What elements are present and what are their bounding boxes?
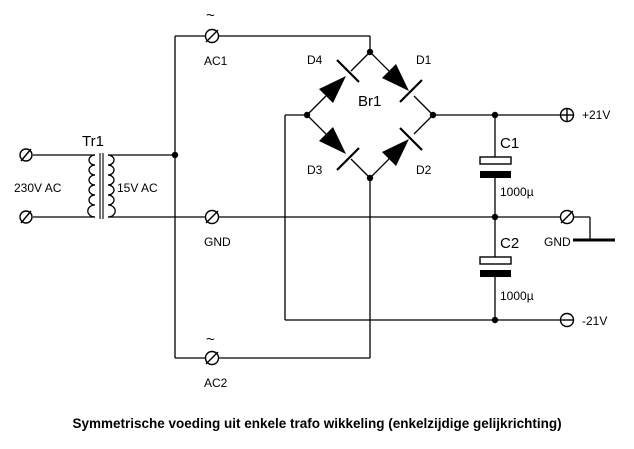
transformer xyxy=(87,153,116,219)
diode-d2 xyxy=(369,114,434,179)
ac1-tilde: ~ xyxy=(206,7,215,24)
terminal-positive xyxy=(559,107,575,123)
bridge-label: Br1 xyxy=(358,93,381,110)
junction-dot xyxy=(491,111,499,119)
terminal-gnd-output xyxy=(559,209,575,225)
capacitor-value-c1: 1000µ xyxy=(500,185,534,199)
gnd-output-label: GND xyxy=(544,235,571,249)
diode-label-d4: D4 xyxy=(307,53,323,67)
bridge-rectifier xyxy=(306,51,434,179)
negative-output-label: -21V xyxy=(582,314,607,328)
junction-dot xyxy=(491,213,499,221)
capacitor-c2 xyxy=(479,256,512,277)
primary-voltage-label: 230V AC xyxy=(14,181,62,195)
junction-dot xyxy=(491,316,499,324)
diode-d1 xyxy=(369,51,434,116)
diode-label-d1: D1 xyxy=(416,53,432,67)
ac2-tilde: ~ xyxy=(206,331,215,348)
capacitor-c1 xyxy=(479,156,512,178)
terminal-primary-bottom xyxy=(19,210,33,224)
gnd-label: GND xyxy=(204,235,231,249)
terminal-gnd xyxy=(204,209,220,225)
diode-label-d3: D3 xyxy=(307,163,323,177)
terminal-primary-top xyxy=(19,148,33,162)
ac2-label: AC2 xyxy=(204,376,228,390)
diode-d3 xyxy=(306,114,371,179)
transformer-label: Tr1 xyxy=(82,133,104,150)
terminal-ac2 xyxy=(204,350,220,366)
wires xyxy=(33,35,615,359)
positive-output-label: +21V xyxy=(582,108,610,122)
junction-dot xyxy=(171,151,179,159)
capacitor-label-c2: C2 xyxy=(500,235,519,252)
diode-label-d2: D2 xyxy=(416,163,432,177)
capacitor-value-c2: 1000µ xyxy=(500,289,534,303)
terminal-ac1 xyxy=(204,28,220,44)
diode-d4 xyxy=(306,51,371,116)
terminal-negative xyxy=(559,312,575,328)
caption: Symmetrische voeding uit enkele trafo wi… xyxy=(72,416,561,431)
ac1-label: AC1 xyxy=(204,54,228,68)
capacitor-label-c1: C1 xyxy=(500,135,519,152)
secondary-voltage-label: 15V AC xyxy=(117,181,158,195)
